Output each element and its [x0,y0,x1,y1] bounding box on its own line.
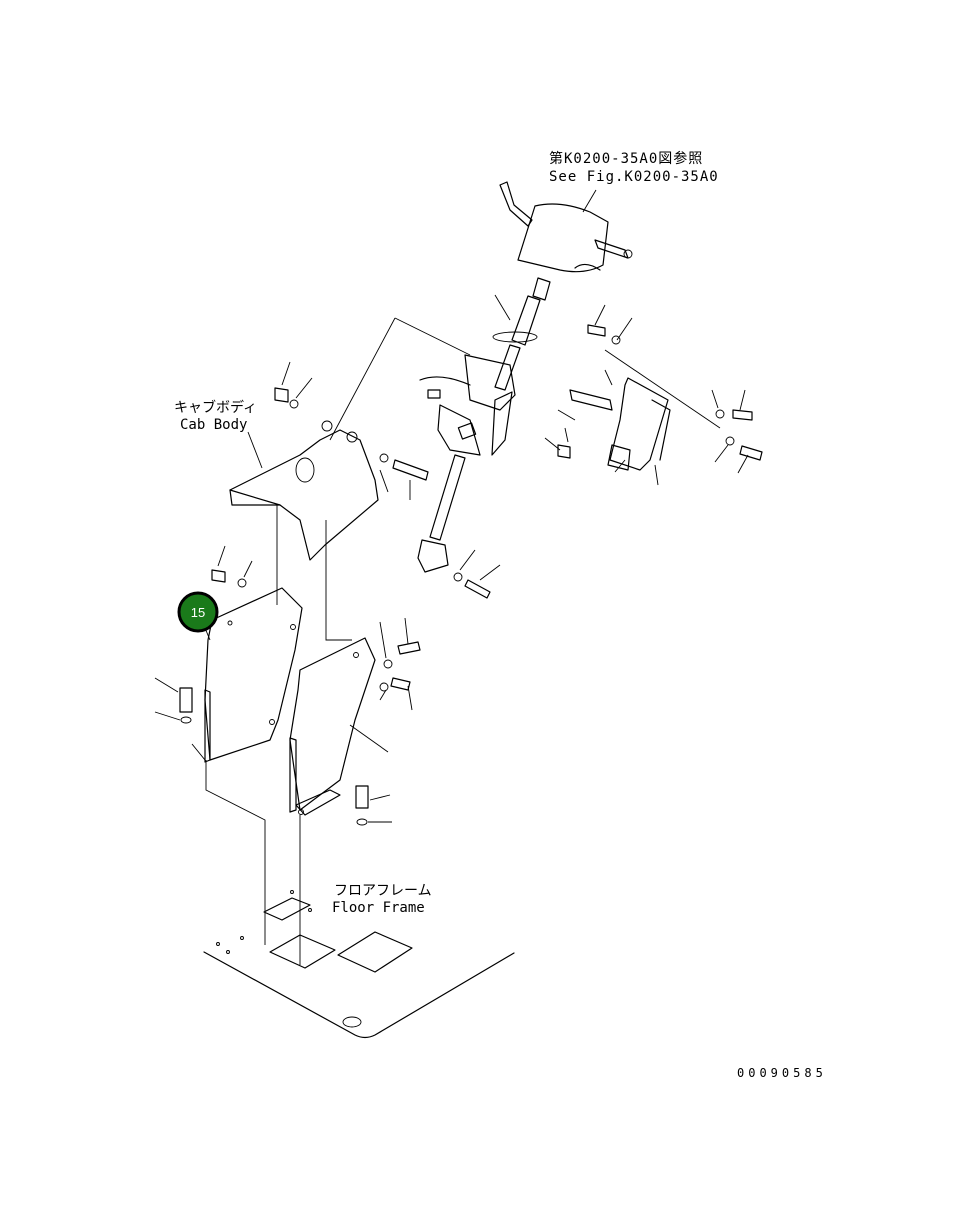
callout-badge-15[interactable]: 15 [177,591,219,641]
callout-number: 15 [191,605,205,620]
right-cover-panel [289,617,421,816]
left-cover-panel [204,545,303,763]
floor-frame-label-jp: フロアフレーム [334,883,432,899]
steering-lever-assembly [499,181,633,273]
reference-label-en: See Fig.K0200-35A0 [549,169,719,185]
right-bracket [557,324,763,471]
column-bolt-group [453,549,501,599]
lower-bolt-group [154,677,392,826]
callout-circle[interactable] [177,591,219,633]
leader-lines-right [494,294,749,486]
reference-leader [582,189,597,213]
steering-column [417,277,551,573]
floor-frame [203,890,515,1039]
upper-console-bracket [229,317,471,561]
floor-frame-label-en: Floor Frame [332,900,425,916]
cab-body-leader [247,431,263,469]
reference-label-jp: 第K0200-35A0図参照 [549,150,703,167]
assembly-lines [205,505,389,965]
cab-body-label-jp: キャブボディ [174,399,257,416]
drawing-number: 00090585 [737,1066,827,1080]
cab-body-label-en: Cab Body [180,417,247,433]
